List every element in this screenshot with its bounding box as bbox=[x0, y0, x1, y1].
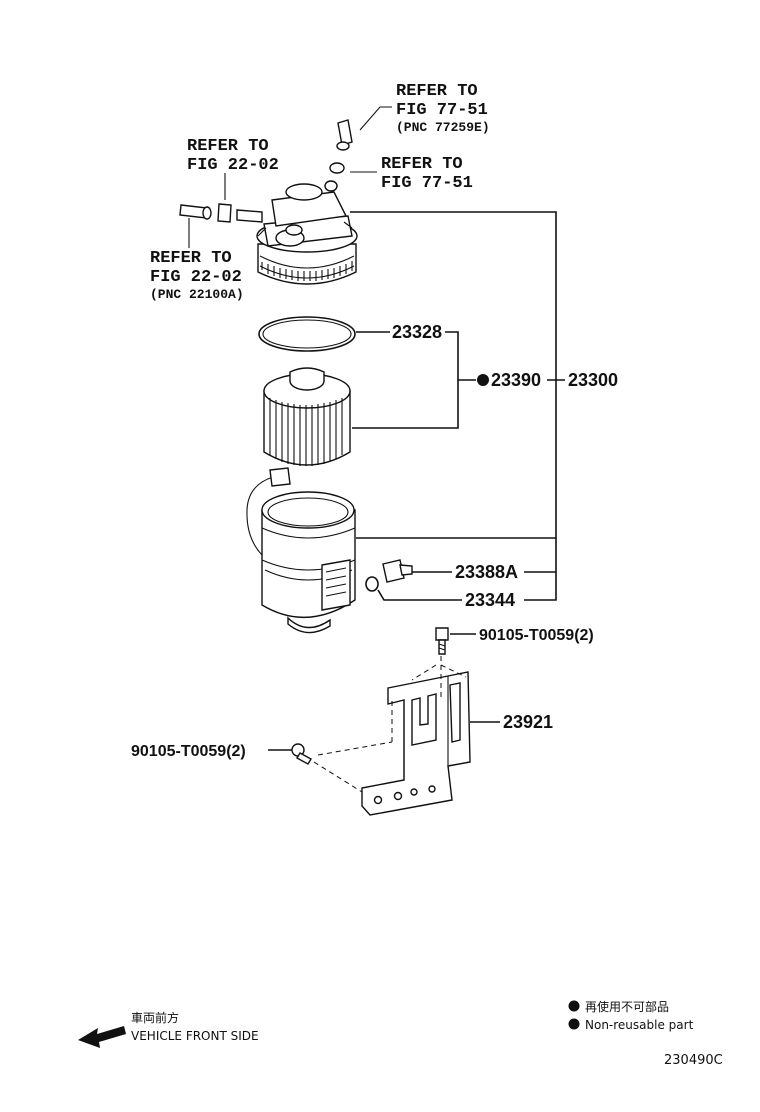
fuel-hose-top bbox=[179, 119, 353, 223]
ref-top-right: REFER TO FIG 77-51 (PNC 77259E) bbox=[359, 82, 490, 135]
ref-low-left-line2: FIG 22-02 bbox=[150, 268, 242, 287]
bolt-top-dashed-line bbox=[411, 656, 467, 700]
non-reusable-jp: 再使用不可部品 bbox=[585, 999, 669, 1014]
non-reusable-en: Non-reusable part bbox=[585, 1018, 694, 1032]
part-23344: 23344 bbox=[465, 590, 515, 610]
bolt-left bbox=[291, 743, 312, 765]
hose-clip-top bbox=[329, 162, 345, 174]
ref-mid-right-line2: FIG 77-51 bbox=[381, 174, 473, 193]
drain-plug bbox=[382, 559, 413, 583]
direction-en: VEHICLE FRONT SIDE bbox=[131, 1029, 259, 1043]
fuel-inlet-pipe bbox=[236, 209, 263, 223]
ref-top-right-leader bbox=[359, 106, 392, 131]
part-23388a: 23388A bbox=[455, 562, 518, 582]
filter-element bbox=[263, 367, 351, 466]
direction-jp: 車両前方 bbox=[131, 1010, 179, 1025]
filter-case bbox=[246, 467, 356, 634]
drain-o-ring bbox=[365, 576, 379, 592]
part-23328: 23328 bbox=[392, 322, 442, 342]
ref-low-left-line1: REFER TO bbox=[150, 249, 232, 268]
vehicle-front-legend: 車両前方 VEHICLE FRONT SIDE bbox=[78, 1010, 259, 1048]
leader-23300-bracket bbox=[350, 211, 557, 601]
non-reusable-legend: 再使用不可部品 Non-reusable part bbox=[568, 999, 694, 1032]
bolt-top bbox=[435, 627, 449, 655]
hose-clip-left bbox=[217, 203, 232, 223]
leader-23344 bbox=[377, 589, 462, 601]
part-23300: 23300 bbox=[568, 370, 618, 390]
non-reusable-marker bbox=[477, 374, 489, 386]
ref-top-left: REFER TO FIG 22-02 bbox=[187, 137, 279, 200]
sensor-connector bbox=[269, 467, 291, 487]
non-reusable-dot-icon-2 bbox=[568, 1018, 580, 1030]
front-arrow-icon bbox=[78, 1026, 126, 1048]
ref-top-left-line2: FIG 22-02 bbox=[187, 156, 279, 175]
filter-head bbox=[256, 180, 358, 285]
bolt-left-dashed-line bbox=[313, 700, 393, 793]
o-ring bbox=[258, 316, 356, 352]
sensor-wire bbox=[246, 476, 274, 556]
drain-plug-housing bbox=[321, 559, 351, 611]
part-23390: 23390 bbox=[491, 370, 541, 390]
ref-top-right-line1: REFER TO bbox=[396, 82, 478, 101]
ref-low-left: REFER TO FIG 22-02 (PNC 22100A) bbox=[150, 218, 244, 302]
non-reusable-dot-icon bbox=[568, 1000, 580, 1012]
ref-top-right-line3: (PNC 77259E) bbox=[396, 120, 490, 135]
ref-low-left-line3: (PNC 22100A) bbox=[150, 287, 244, 302]
ref-mid-right: REFER TO FIG 77-51 bbox=[350, 155, 473, 193]
diagram-id: 230490C bbox=[664, 1053, 723, 1068]
leader-23390-bracket bbox=[352, 331, 459, 429]
ref-mid-right-line1: REFER TO bbox=[381, 155, 463, 174]
ref-top-right-line2: FIG 77-51 bbox=[396, 101, 488, 120]
part-bolt-left: 90105-T0059(2) bbox=[131, 743, 246, 760]
ref-top-left-line1: REFER TO bbox=[187, 137, 269, 156]
bracket bbox=[361, 671, 471, 816]
part-23921: 23921 bbox=[503, 712, 553, 732]
part-bolt-top: 90105-T0059(2) bbox=[479, 627, 594, 644]
